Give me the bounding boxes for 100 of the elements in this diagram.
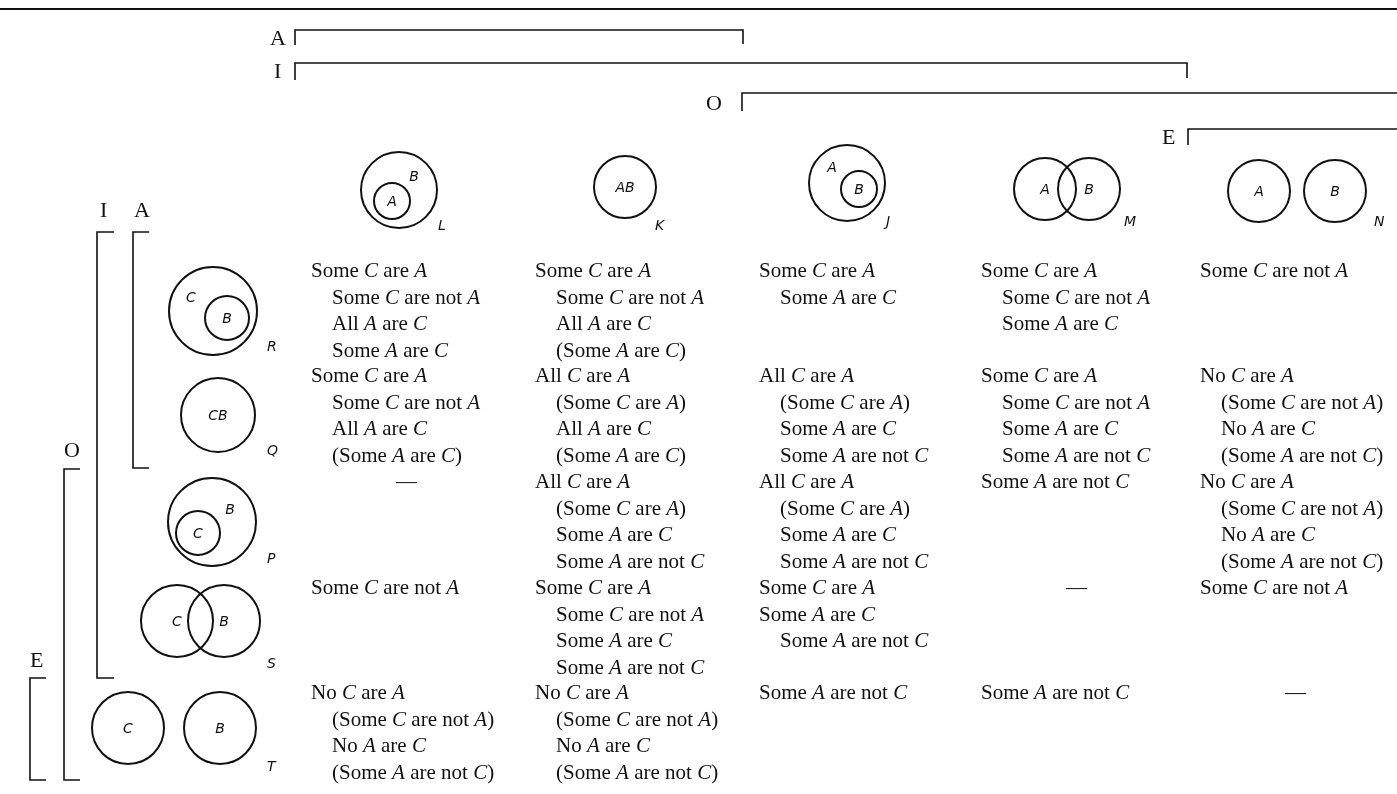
statement: Some C are not A (1002, 388, 1151, 415)
dash: — (1066, 574, 1087, 600)
statement: (Some C are not A) (332, 705, 495, 732)
statement: Some A are C (1002, 310, 1119, 336)
statement: (Some C are not A) (1221, 494, 1384, 521)
statement: Some C are not A (332, 283, 481, 310)
set-letter: B (222, 310, 232, 326)
statement: Some A are C (759, 600, 876, 627)
diagram-tag: L (438, 217, 446, 233)
dash: — (1285, 679, 1306, 705)
dash: — (396, 468, 417, 494)
statement: Some A are not C (780, 441, 929, 468)
statement: Some C are A (981, 362, 1098, 388)
bracket-letter: I (100, 198, 108, 222)
statement: No A are C (1221, 415, 1315, 441)
set-letter: B (1330, 183, 1340, 199)
set-letter: B (854, 181, 864, 197)
bracket-letter: A (270, 26, 286, 50)
set-letter: C (186, 289, 196, 305)
statement: Some A are not C (981, 468, 1130, 494)
set-letter: A (1040, 181, 1050, 197)
statement: Some C are A (759, 574, 876, 600)
set-letter: B (215, 720, 225, 736)
set-circle (175, 510, 221, 556)
statement: No C are A (1200, 362, 1294, 388)
bracket-letter: O (64, 438, 80, 462)
statement: Some A are C (780, 415, 897, 441)
set-letter: A (827, 159, 837, 175)
statement: Some C are A (759, 257, 876, 283)
statement: (Some C are A) (780, 494, 911, 521)
statement: Some C are not A (1200, 257, 1349, 283)
statement: (Some C are A) (780, 388, 911, 415)
set-circle (91, 691, 165, 765)
bracket-letter: I (274, 59, 282, 83)
statement: Some C are not A (332, 388, 481, 415)
statement: Some A are C (1002, 415, 1119, 441)
statement: Some C are A (311, 362, 428, 388)
set-circle (1057, 157, 1121, 221)
set-circle (187, 584, 261, 658)
statement: Some A are C (780, 283, 897, 310)
set-letter: CB (208, 407, 228, 423)
diagram-tag: N (1374, 213, 1385, 229)
statement: No C are A (535, 679, 629, 705)
statement: Some C are not A (556, 600, 705, 627)
statement: Some A are C (556, 521, 673, 547)
statement: Some A are not C (780, 547, 929, 574)
statement: Some A are not C (780, 627, 929, 653)
statement: (Some C are A) (556, 388, 687, 415)
diagram-tag: S (267, 655, 276, 671)
set-circle (140, 584, 214, 658)
statement: (Some A are not C) (556, 758, 719, 785)
statement: Some C are not A (1200, 574, 1349, 600)
statement: All A are C (556, 415, 652, 441)
statement: All C are A (535, 468, 631, 494)
set-letter: B (219, 613, 229, 629)
diagram-tag: K (655, 217, 665, 233)
statement: Some A are not C (981, 679, 1130, 705)
statement: Some A are not C (1002, 441, 1151, 468)
bracket-letter: A (134, 198, 150, 222)
statement: (Some C are A) (556, 494, 687, 521)
statement: No A are C (556, 732, 650, 758)
set-circle (373, 182, 411, 220)
statement: Some A are C (556, 627, 673, 653)
statement: (Some A are C) (332, 441, 463, 468)
diagram-tag: Q (267, 442, 279, 458)
bracket-letter: O (706, 91, 722, 115)
statement: No C are A (1200, 468, 1294, 494)
set-circle (1013, 157, 1077, 221)
statement: Some C are not A (1002, 283, 1151, 310)
statement: No C are A (311, 679, 405, 705)
set-letter: B (225, 501, 235, 517)
statement: No A are C (332, 732, 426, 758)
statement: (Some C are not A) (1221, 388, 1384, 415)
set-letter: A (1254, 183, 1264, 199)
statement: All C are A (535, 362, 631, 388)
statement: All C are A (759, 468, 855, 494)
set-circle (593, 155, 657, 219)
bracket-letter: E (30, 648, 44, 672)
statement: Some C are not A (556, 283, 705, 310)
statement: Some C are A (535, 257, 652, 283)
statement: All A are C (332, 310, 428, 336)
statement: (Some C are not A) (556, 705, 719, 732)
diagram-tag: M (1124, 213, 1137, 229)
statement: (Some A are not C) (1221, 441, 1384, 468)
diagram-tag: T (267, 758, 276, 774)
statement: All A are C (556, 310, 652, 336)
set-letter: C (193, 525, 203, 541)
bracket-letter: E (1162, 125, 1176, 149)
set-circle (180, 377, 256, 453)
set-circle (360, 151, 438, 229)
set-circle (183, 691, 257, 765)
statement: Some A are not C (759, 679, 908, 705)
diagram-tag: P (267, 550, 276, 566)
set-circle (168, 266, 258, 356)
statement: Some A are not C (556, 547, 705, 574)
set-circle (167, 477, 257, 567)
set-letter: C (172, 613, 182, 629)
statement: All C are A (759, 362, 855, 388)
statement: No A are C (1221, 521, 1315, 547)
statement: Some A are not C (556, 653, 705, 680)
